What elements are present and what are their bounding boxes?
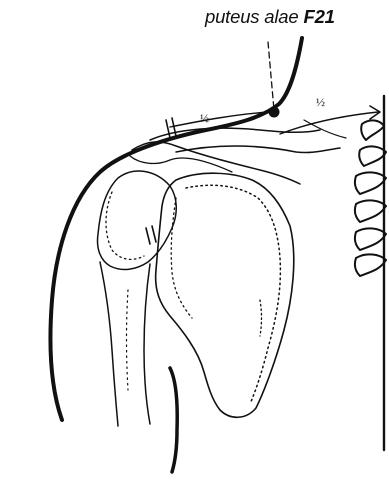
humerus-shaft-outer (100, 262, 118, 426)
fraction-left: ½ (200, 111, 209, 125)
vertebra (355, 172, 386, 194)
arm-inner-outline (170, 368, 177, 472)
clavicle-lower (176, 146, 340, 153)
humerus-mark-2 (152, 226, 156, 242)
vertebral-column (355, 96, 386, 450)
scapula-dotted-edge (186, 185, 280, 404)
vertebra (355, 200, 386, 222)
vertebra (361, 120, 384, 140)
scapula-medial-mark (260, 300, 262, 336)
humerus-shaft-inner (144, 264, 150, 424)
vertebra (355, 228, 386, 250)
measure-line-left (170, 112, 270, 127)
vertebra (359, 146, 386, 166)
vertebra (355, 254, 386, 276)
acupoint-dot (269, 107, 280, 118)
humerus-mark-1 (146, 228, 150, 244)
humerus-head-dotted (106, 192, 144, 259)
leader-line (268, 42, 274, 110)
humerus-shaft-dotted (127, 290, 129, 390)
humerus-head (98, 171, 177, 269)
neck-line (304, 120, 346, 138)
acromion-tick-1 (166, 120, 170, 138)
scapula-dotted-inner (171, 198, 192, 318)
fraction-right: ½ (316, 95, 325, 109)
